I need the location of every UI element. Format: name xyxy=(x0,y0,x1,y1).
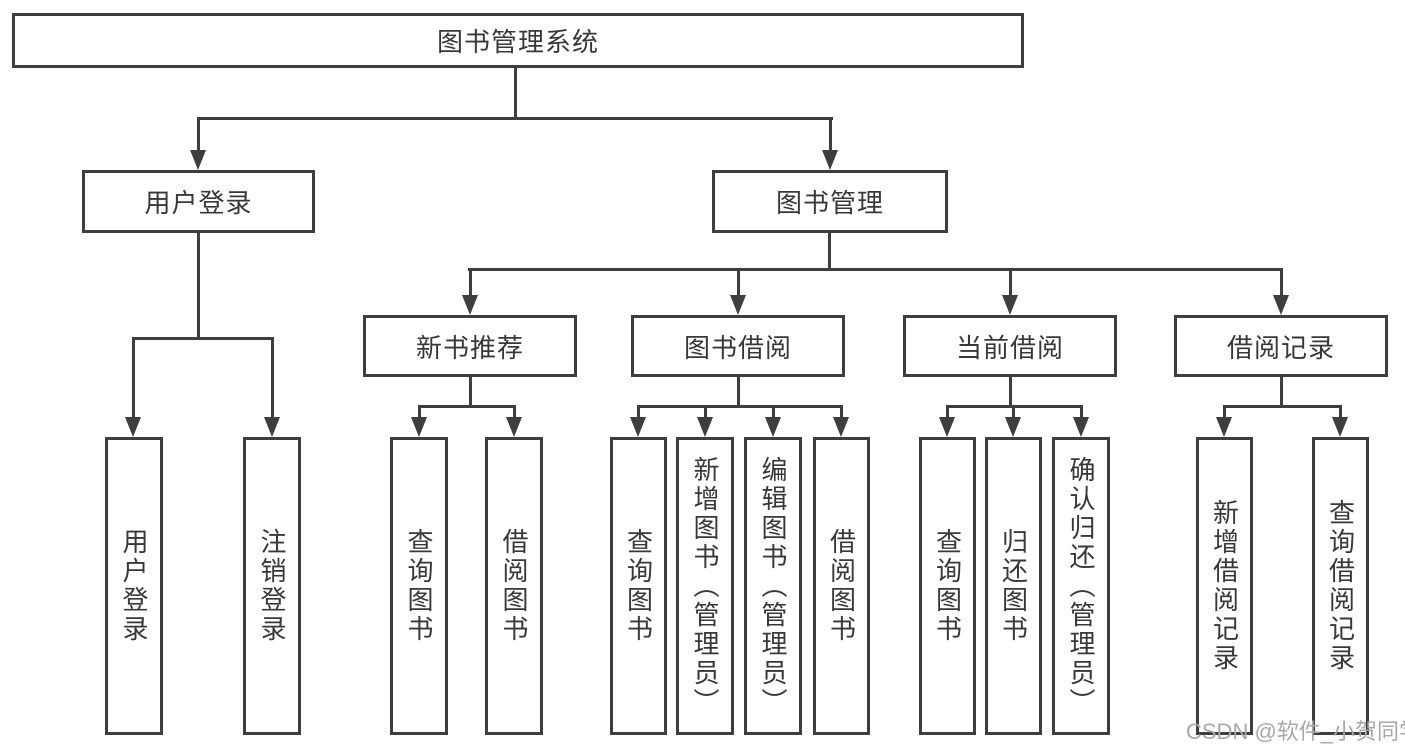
leaf-query-books-recommend-label: 查询图书 xyxy=(404,528,434,644)
connector-line xyxy=(418,405,516,408)
connector-line xyxy=(772,405,775,421)
leaf-confirm-return-admin-label: 确认归还（管理员） xyxy=(1066,455,1096,717)
leaf-borrow-books-recommend-label: 借阅图书 xyxy=(499,528,529,644)
connector-line xyxy=(946,405,949,421)
node-root-system-label: 图书管理系统 xyxy=(436,27,599,57)
leaf-query-borrow-record: 查询借阅记录 xyxy=(1312,437,1369,735)
leaf-user-login: 用户登录 xyxy=(105,437,163,735)
connector-line xyxy=(1280,268,1283,298)
connector-line xyxy=(197,117,200,153)
arrow-down-icon xyxy=(939,417,955,437)
leaf-confirm-return-admin: 确认归还（管理员） xyxy=(1052,437,1110,735)
node-current-borrowing-label: 当前借阅 xyxy=(955,332,1064,363)
leaf-query-borrow-record-label: 查询借阅记录 xyxy=(1325,499,1356,673)
connector-line xyxy=(469,377,472,408)
arrow-down-icon xyxy=(1216,417,1232,437)
connector-line xyxy=(1080,405,1083,421)
leaf-edit-book-admin: 编辑图书（管理员） xyxy=(744,437,802,735)
leaf-query-books-borrowing-label: 查询图书 xyxy=(623,528,654,644)
arrow-down-icon xyxy=(833,417,849,437)
connector-line xyxy=(197,117,833,120)
arrow-down-icon xyxy=(125,417,141,437)
node-new-book-recommend-label: 新书推荐 xyxy=(415,332,524,363)
leaf-edit-book-admin-label: 编辑图书（管理员） xyxy=(758,455,788,717)
connector-line xyxy=(1223,405,1226,421)
node-current-borrowing: 当前借阅 xyxy=(903,315,1117,377)
node-user-login: 用户登录 xyxy=(82,170,315,233)
arrow-down-icon xyxy=(822,150,838,170)
arrow-down-icon xyxy=(730,295,746,315)
arrow-down-icon xyxy=(630,417,646,437)
connector-line xyxy=(637,405,843,408)
leaf-query-books-borrowing: 查询图书 xyxy=(610,437,667,735)
connector-line xyxy=(1280,377,1283,408)
leaf-query-books-current: 查询图书 xyxy=(919,437,976,735)
arrow-down-icon xyxy=(1273,295,1289,315)
arrow-down-icon xyxy=(190,150,206,170)
node-user-login-label: 用户登录 xyxy=(144,188,253,218)
connector-line xyxy=(271,337,274,421)
arrow-down-icon xyxy=(1005,417,1021,437)
arrow-down-icon xyxy=(411,417,427,437)
connector-line xyxy=(469,268,472,298)
leaf-borrow-books-borrowing: 借阅图书 xyxy=(813,437,870,735)
leaf-add-borrow-record: 新增借阅记录 xyxy=(1196,437,1253,735)
connector-line xyxy=(1223,405,1342,408)
leaf-logout: 注销登录 xyxy=(243,437,301,735)
arrow-down-icon xyxy=(462,295,478,315)
connector-line xyxy=(1339,405,1342,421)
leaf-add-book-admin-label: 新增图书（管理员） xyxy=(690,455,720,717)
arrow-down-icon xyxy=(697,417,713,437)
connector-line xyxy=(828,233,831,270)
node-new-book-recommend: 新书推荐 xyxy=(363,315,577,377)
node-borrowing-records: 借阅记录 xyxy=(1174,315,1388,377)
csdn-watermark: CSDN @软件_小贺同学 xyxy=(1186,719,1405,744)
leaf-return-book: 归还图书 xyxy=(985,437,1042,735)
node-root-system: 图书管理系统 xyxy=(12,13,1024,68)
connector-line xyxy=(418,405,421,421)
arrow-down-icon xyxy=(506,417,522,437)
leaf-return-book-label: 归还图书 xyxy=(998,528,1029,644)
leaf-add-borrow-record-label: 新增借阅记录 xyxy=(1209,499,1240,673)
leaf-borrow-books-recommend: 借阅图书 xyxy=(485,437,543,735)
leaf-logout-label: 注销登录 xyxy=(257,528,287,644)
connector-line xyxy=(197,233,200,339)
node-book-borrowing-label: 图书借阅 xyxy=(683,332,792,363)
connector-line xyxy=(468,268,1282,271)
node-book-borrowing: 图书借阅 xyxy=(631,315,845,377)
node-book-management: 图书管理 xyxy=(712,170,948,233)
leaf-add-book-admin: 新增图书（管理员） xyxy=(676,437,734,735)
leaf-query-books-recommend: 查询图书 xyxy=(390,437,448,735)
connector-line xyxy=(1012,405,1015,421)
connector-line xyxy=(637,405,640,421)
connector-line xyxy=(1009,377,1012,408)
connector-line xyxy=(132,337,135,421)
connector-line xyxy=(840,405,843,421)
leaf-query-books-current-label: 查询图书 xyxy=(932,528,963,644)
connector-line xyxy=(514,68,517,118)
connector-line xyxy=(1009,268,1012,298)
connector-line xyxy=(737,377,740,408)
arrow-down-icon xyxy=(1002,295,1018,315)
arrow-down-icon xyxy=(765,417,781,437)
connector-line xyxy=(829,117,832,153)
leaf-borrow-books-borrowing-label: 借阅图书 xyxy=(826,528,857,644)
connector-line xyxy=(513,405,516,421)
arrow-down-icon xyxy=(1073,417,1089,437)
arrow-down-icon xyxy=(1332,417,1348,437)
node-borrowing-records-label: 借阅记录 xyxy=(1226,332,1335,363)
connector-line xyxy=(132,337,274,340)
node-book-management-label: 图书管理 xyxy=(775,188,884,218)
connector-line xyxy=(704,405,707,421)
connector-line xyxy=(737,268,740,298)
leaf-user-login-label: 用户登录 xyxy=(119,528,149,644)
arrow-down-icon xyxy=(264,417,280,437)
